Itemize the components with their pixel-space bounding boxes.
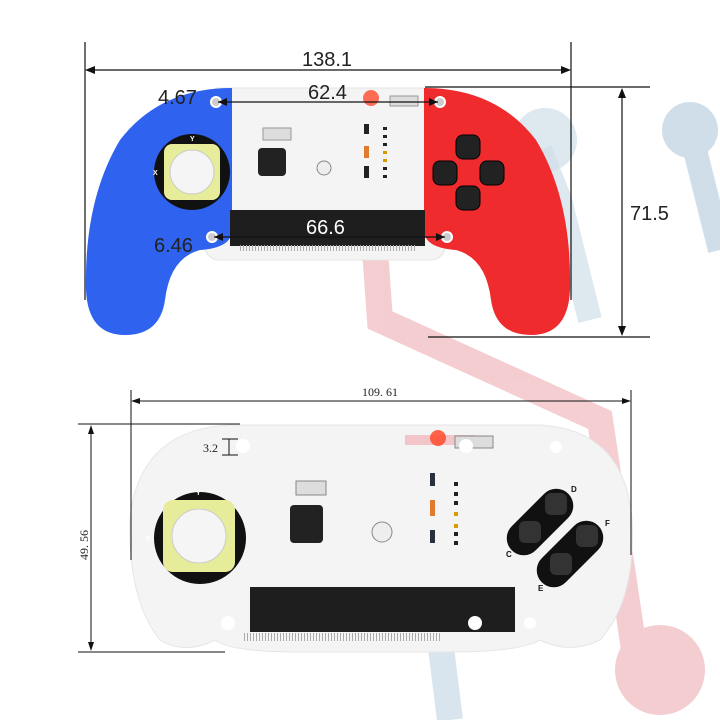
buzzer — [316, 160, 332, 176]
dim-hole-spacing: 62.4 — [308, 82, 347, 104]
dim-overall-width: 109. 61 — [362, 385, 398, 399]
buzzer — [371, 521, 393, 543]
button-e-label: E — [538, 584, 544, 593]
dim-overall-height: 71.5 — [630, 203, 669, 225]
power-led — [363, 90, 379, 106]
action-buttons — [432, 134, 505, 211]
power-led — [430, 430, 446, 446]
joystick-x-label: X — [153, 170, 158, 177]
bottom-view: Y X C D E F — [77, 385, 633, 653]
dim-hole-offset-top: 4.67 — [158, 87, 197, 109]
left-grip — [85, 88, 232, 335]
dim-overall-width: 138.1 — [302, 49, 352, 71]
crystal-component — [262, 127, 292, 141]
joystick-x-label: X — [146, 536, 151, 543]
chip — [258, 148, 286, 176]
top-view: Y X — [84, 42, 669, 338]
dim-overall-height: 49. 56 — [77, 530, 91, 560]
button-d-label: D — [571, 485, 577, 494]
action-buttons: C D E F — [506, 485, 610, 593]
edge-connector — [230, 210, 425, 246]
joystick-y-label: Y — [196, 490, 201, 497]
chip — [290, 505, 323, 543]
joystick-bottom: Y X — [146, 490, 246, 584]
button-f-label: F — [605, 519, 610, 528]
dim-hole-offset-bottom: 6.46 — [154, 235, 193, 257]
power-switch — [389, 95, 419, 107]
joystick-y-label: Y — [190, 136, 195, 143]
dim-connector-width: 66.6 — [306, 217, 345, 239]
dim-hole-diameter: 3.2 — [203, 441, 218, 455]
button-c-label: C — [506, 550, 512, 559]
joystick: Y X — [153, 134, 230, 210]
